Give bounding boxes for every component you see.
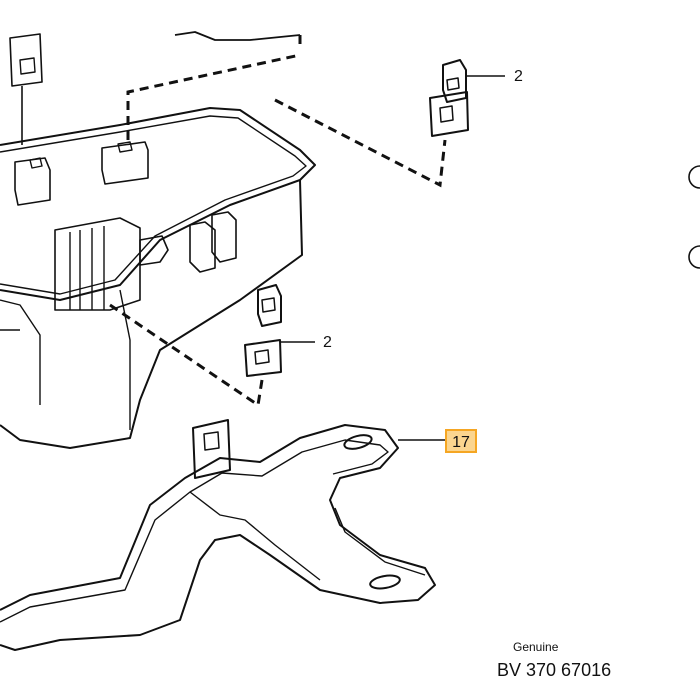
callout-bracket[interactable]: 17 <box>445 429 477 453</box>
watermark-line2: BV 370 67016 <box>497 660 611 680</box>
callout-clip-upper: 2 <box>514 68 523 85</box>
bracket <box>0 419 445 651</box>
callout-bracket-box <box>445 429 477 453</box>
edge-markers <box>688 165 700 269</box>
callout-clip-lower: 2 <box>323 334 332 351</box>
assembly-guide-lines <box>109 35 447 408</box>
relay-box <box>0 31 316 449</box>
callout-bracket-label: 17 <box>452 434 470 451</box>
watermark-line1: Genuine <box>513 640 559 654</box>
clip-lower <box>244 284 315 377</box>
clip-upper <box>429 59 505 137</box>
